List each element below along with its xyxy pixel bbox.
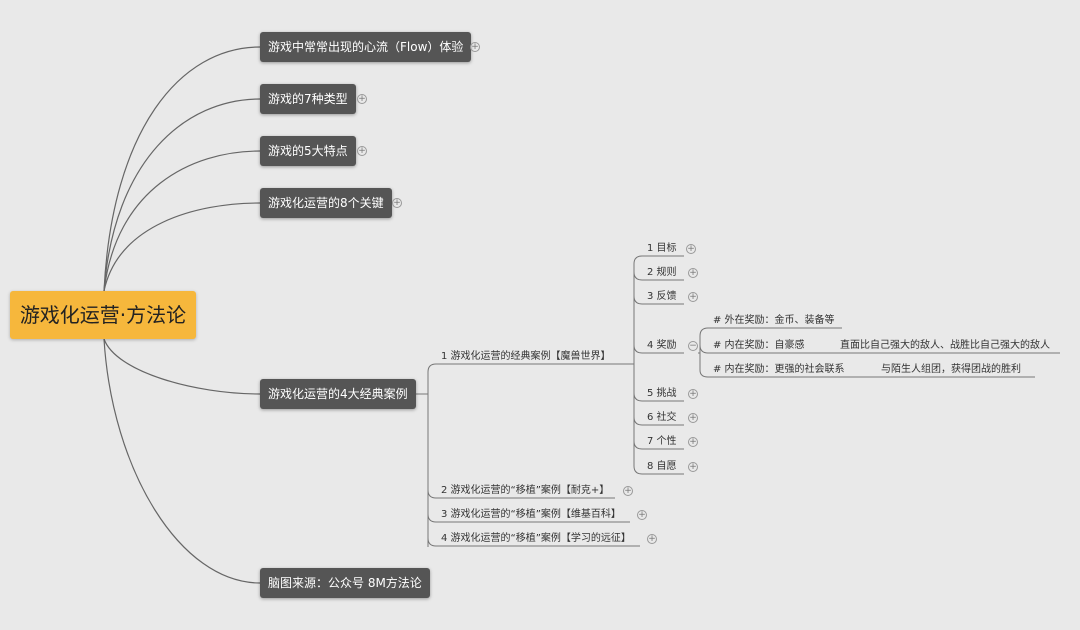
branch-flow[interactable]: 游戏中常常出现的心流（Flow）体验 xyxy=(260,32,472,62)
link-cases-bus xyxy=(413,363,437,547)
link-wow-8 xyxy=(633,465,684,475)
link-cases xyxy=(103,338,261,395)
link-wow-1 xyxy=(633,255,684,265)
expand-icon[interactable]: + xyxy=(637,510,647,520)
link-wow-3 xyxy=(633,295,684,305)
link-case-2 xyxy=(427,489,615,499)
expand-icon[interactable]: + xyxy=(688,268,698,278)
expand-icon[interactable]: + xyxy=(647,534,657,544)
link-case-4 xyxy=(427,537,640,547)
wow-item-social[interactable]: 6 社交 xyxy=(647,412,677,423)
wow-item-reward[interactable]: 4 奖励 xyxy=(647,340,677,351)
branch-keys[interactable]: 游戏化运营的8个关键 xyxy=(260,188,392,218)
link-wow-6 xyxy=(633,416,684,426)
link-wow-7 xyxy=(633,440,684,450)
root-topic[interactable]: 游戏化运营·方法论 xyxy=(10,291,196,339)
expand-icon[interactable]: + xyxy=(623,486,633,496)
link-case-3 xyxy=(427,513,630,523)
expand-icon[interactable]: + xyxy=(688,462,698,472)
link-reward-1 xyxy=(699,327,842,337)
expand-icon[interactable]: + xyxy=(688,437,698,447)
link-source xyxy=(103,338,261,584)
link-wow-bus xyxy=(612,264,635,466)
reward-extrinsic[interactable]: # 外在奖励：金币、装备等 xyxy=(713,315,835,326)
reward-intrinsic-social[interactable]: # 内在奖励：更强的社会联系 xyxy=(713,364,845,375)
wow-item-voluntary[interactable]: 8 自愿 xyxy=(647,461,677,472)
link-wow-4 xyxy=(633,344,684,354)
case-nike[interactable]: 2 游戏化运营的“移植”案例【耐克+】 xyxy=(441,485,610,496)
branch-types[interactable]: 游戏的7种类型 xyxy=(260,84,356,114)
case-wow[interactable]: 1 游戏化运营的经典案例【魔兽世界】 xyxy=(441,351,611,362)
branch-source[interactable]: 脑图来源：公众号 8M方法论 xyxy=(260,568,430,598)
link-reward-3 xyxy=(699,369,1035,378)
reward-intrinsic-pride-detail[interactable]: 直面比自己强大的敌人、战胜比自己强大的敌人 xyxy=(840,340,1050,351)
link-traits xyxy=(103,150,261,292)
branch-traits[interactable]: 游戏的5大特点 xyxy=(260,136,356,166)
expand-icon[interactable]: + xyxy=(686,244,696,254)
link-types xyxy=(103,98,261,292)
link-keys xyxy=(103,202,261,292)
collapse-icon[interactable]: − xyxy=(688,341,698,351)
branch-cases[interactable]: 游戏化运营的4大经典案例 xyxy=(260,379,416,409)
expand-icon[interactable]: + xyxy=(357,146,367,156)
link-reward-2 xyxy=(699,344,1060,354)
case-wikipedia[interactable]: 3 游戏化运营的“移植”案例【维基百科】 xyxy=(441,509,621,520)
reward-intrinsic-pride[interactable]: # 内在奖励：自豪感 xyxy=(713,340,805,351)
expand-icon[interactable]: + xyxy=(688,413,698,423)
link-flow xyxy=(103,46,261,292)
expand-icon[interactable]: + xyxy=(392,198,402,208)
expand-icon[interactable]: + xyxy=(470,42,480,52)
expand-icon[interactable]: + xyxy=(688,389,698,399)
expand-icon[interactable]: + xyxy=(357,94,367,104)
link-wow-5 xyxy=(633,392,684,402)
wow-item-challenge[interactable]: 5 挑战 xyxy=(647,388,677,399)
wow-item-personality[interactable]: 7 个性 xyxy=(647,436,677,447)
wow-item-rules[interactable]: 2 规则 xyxy=(647,267,677,278)
link-wow-2 xyxy=(633,271,684,281)
wow-item-goal[interactable]: 1 目标 xyxy=(647,243,677,254)
case-learning-quest[interactable]: 4 游戏化运营的“移植”案例【学习的远征】 xyxy=(441,533,631,544)
expand-icon[interactable]: + xyxy=(688,292,698,302)
reward-intrinsic-social-detail[interactable]: 与陌生人组团，获得团战的胜利 xyxy=(881,364,1021,375)
wow-item-feedback[interactable]: 3 反馈 xyxy=(647,291,677,302)
link-reward-bus xyxy=(698,336,701,370)
